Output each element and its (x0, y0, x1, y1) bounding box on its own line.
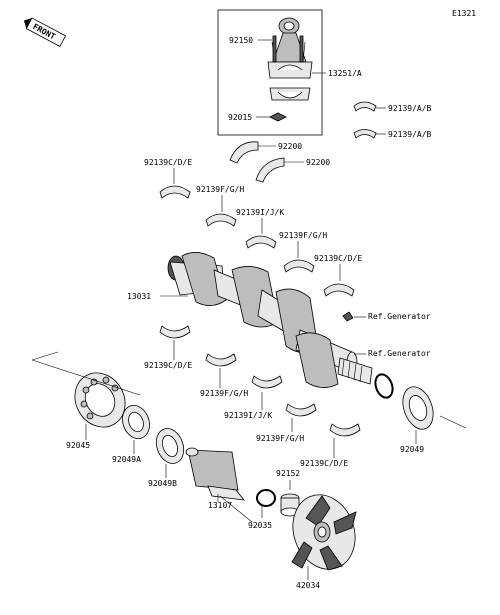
ref-generator-label-2: Ref.Generator (368, 349, 431, 358)
bearing-shell-fgh-bot1 (205, 353, 237, 367)
shaft-13107 (185, 447, 253, 523)
oil-seal-92049 (402, 386, 434, 430)
label-42034: 42034 (296, 581, 320, 590)
label-92035: 92035 (248, 521, 272, 530)
label-92015: 92015 (228, 113, 252, 122)
label-92139ijk-bot: 92139I/J/K (224, 411, 272, 420)
ball-bearing-92045 (74, 372, 126, 428)
bearing-92139ab-2 (353, 129, 377, 139)
label-92049a: 92049A (112, 455, 141, 464)
label-92139cde-bot1: 92139C/D/E (144, 361, 192, 370)
bearing-shell-ijk-bot (251, 375, 283, 389)
bearing-shell-fgh-bot2 (285, 403, 317, 417)
label-92139fgh-top2: 92139F/G/H (279, 231, 327, 240)
diagram-code: E1321 (452, 9, 476, 18)
circlip (374, 373, 394, 399)
bearing-shell-cde-top (159, 185, 191, 199)
label-92152: 92152 (276, 469, 300, 478)
label-92139ijk-top: 92139I/J/K (236, 208, 284, 217)
label-13251: 13251/A (328, 69, 362, 78)
label-92139fgh-top1: 92139F/G/H (196, 185, 244, 194)
connecting-rod (267, 17, 313, 122)
oil-seal-92049b (155, 428, 185, 464)
label-92139fgh-bot2: 92139F/G/H (256, 434, 304, 443)
oil-seal-92049a (122, 405, 150, 439)
label-92200-2: 92200 (306, 158, 330, 167)
label-92139fgh-bot1: 92139F/G/H (200, 389, 248, 398)
bearing-92139ab-1 (353, 101, 377, 112)
ref-generator-marker-1 (342, 311, 354, 322)
front-direction-badge: FRONT (23, 17, 67, 47)
label-92139cde-bot2: 92139C/D/E (300, 459, 348, 468)
thrust-washer-92200-1 (229, 141, 259, 164)
label-92150: 92150 (229, 36, 253, 45)
label-92200-1: 92200 (278, 142, 302, 151)
label-13107: 13107 (208, 501, 232, 510)
thrust-washer-92200-2 (255, 157, 285, 183)
label-92139cde-top: 92139C/D/E (144, 158, 192, 167)
bearing-shell-cde-top2 (323, 283, 355, 297)
label-92139ab-1: 92139/A/B (388, 104, 432, 113)
crankshaft-13031 (167, 252, 373, 388)
ref-generator-label-1: Ref.Generator (368, 312, 431, 321)
bearing-shell-ijk-top (245, 235, 277, 249)
label-13031: 13031 (127, 292, 151, 301)
bearing-shell-fgh-top2 (283, 259, 315, 273)
bearing-shell-cde-bot2 (329, 423, 361, 437)
bearing-shell-fgh-top1 (205, 213, 237, 227)
bearing-shell-cde-bot1 (159, 325, 191, 339)
connecting-rod-group-box (217, 9, 323, 136)
label-92049: 92049 (400, 445, 424, 454)
label-92139ab-2: 92139/A/B (388, 130, 432, 139)
label-92139cde-top2: 92139C/D/E (314, 254, 362, 263)
label-92045: 92045 (66, 441, 90, 450)
label-92049b: 92049B (148, 479, 177, 488)
o-ring-92035 (256, 489, 276, 507)
impeller-42034 (291, 494, 357, 571)
